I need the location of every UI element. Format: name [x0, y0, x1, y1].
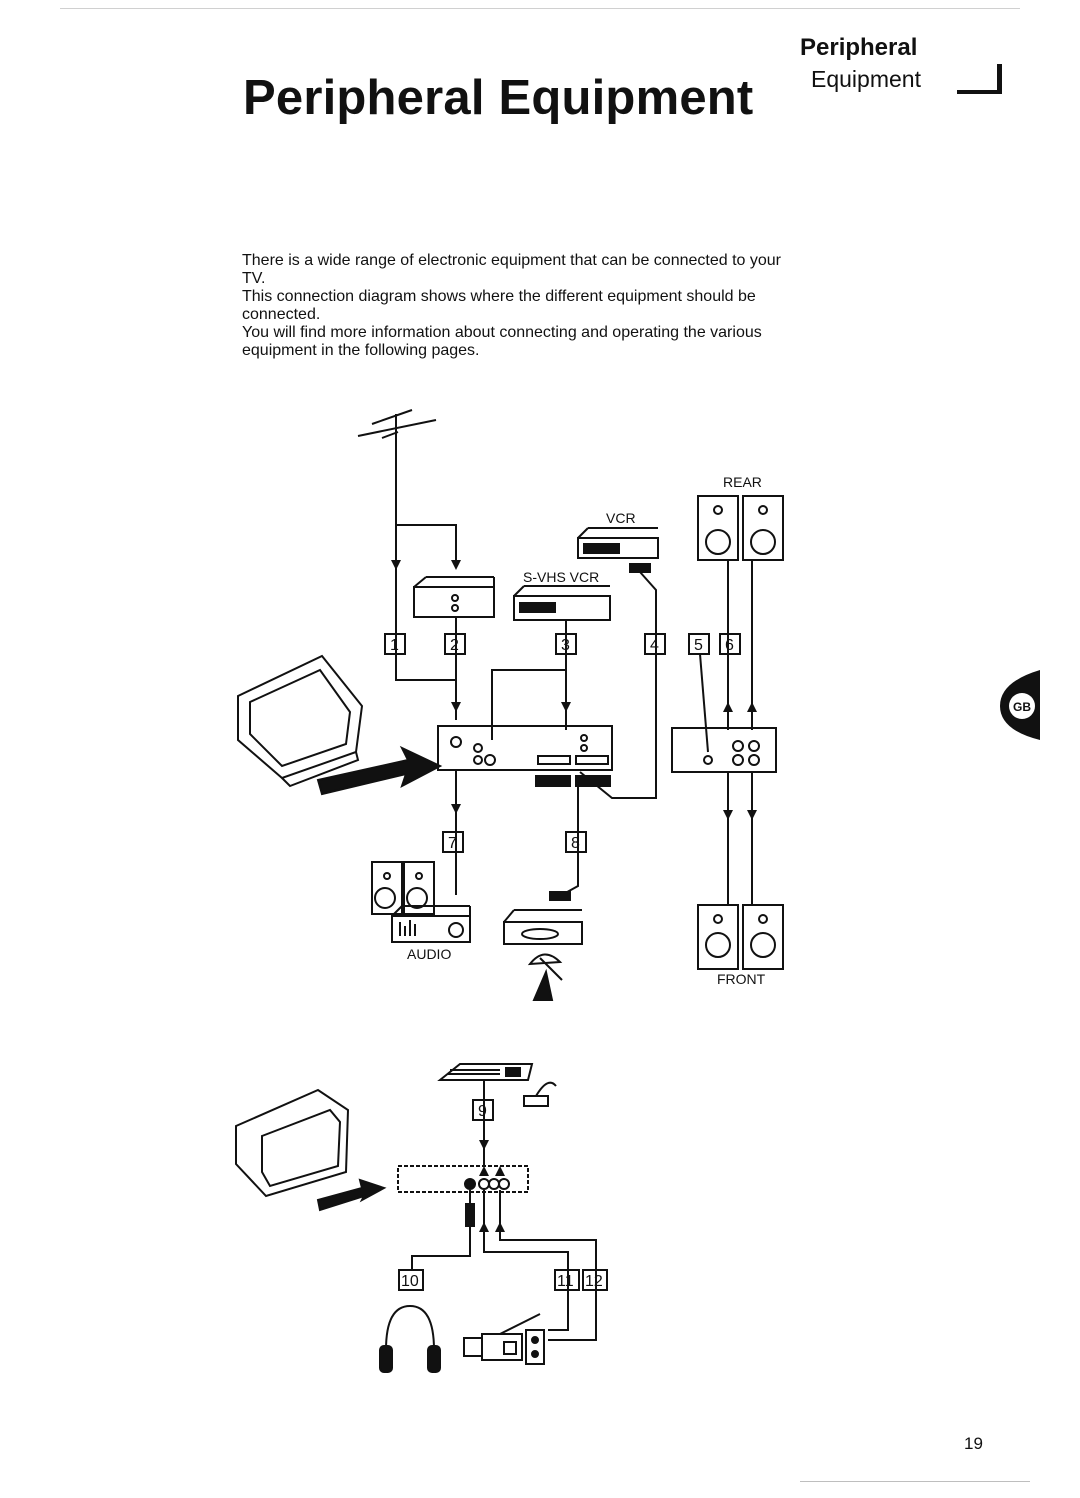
connection-number-box: 4 — [644, 633, 666, 655]
section-header-line1: Peripheral — [800, 34, 918, 61]
section-header-line2: Equipment — [811, 66, 921, 92]
connection-number-box: 8 — [565, 831, 587, 853]
language-code: GB — [1013, 700, 1031, 714]
svg-text:12: 12 — [585, 1273, 603, 1290]
vcr-icon — [577, 527, 659, 573]
scart-plug — [575, 775, 611, 787]
tv-connection-panel — [437, 725, 613, 771]
scart-plug — [535, 775, 571, 787]
svg-text:9: 9 — [478, 1103, 487, 1120]
audio-speaker-icon — [371, 861, 435, 915]
tv-icon — [237, 654, 364, 788]
intro-text: There is a wide range of electronic equi… — [242, 252, 802, 360]
audio-label: AUDIO — [407, 946, 451, 962]
header-rule-vertical — [997, 64, 1002, 94]
svg-text:11: 11 — [557, 1273, 574, 1290]
rear-speakers-label: REAR — [723, 474, 762, 490]
scan-artifact-bottom — [800, 1481, 1030, 1482]
connection-number-box: 7 — [442, 831, 464, 853]
connection-arrow — [316, 745, 443, 796]
front-speaker-left-icon — [697, 904, 739, 970]
cable-11 — [483, 1190, 569, 1331]
page-title: Peripheral Equipment — [243, 71, 754, 125]
scan-artifact-top — [60, 8, 1020, 9]
connection-number-box: 11 — [554, 1269, 580, 1291]
connection-number-box: 2 — [444, 633, 466, 655]
tv-lower-icon — [235, 1088, 350, 1198]
intro-paragraph: There is a wide range of electronic equi… — [242, 252, 781, 287]
intro-paragraph: You will find more information about con… — [242, 324, 762, 359]
svg-text:4: 4 — [650, 637, 659, 654]
svg-text:2: 2 — [450, 637, 459, 654]
computer-keyboard-icon — [437, 1063, 534, 1081]
cable-12 — [499, 1190, 597, 1341]
connection-arrow — [316, 1178, 387, 1212]
rear-speaker-left-icon — [697, 495, 739, 561]
cable-5b — [699, 653, 709, 753]
connection-number-box: 12 — [582, 1269, 608, 1291]
video-camera-icon — [463, 1313, 545, 1365]
connection-number-box: 10 — [398, 1269, 424, 1291]
page-number: 19 — [964, 1434, 983, 1453]
cable-3 — [491, 620, 567, 740]
satellite-receiver-icon — [503, 909, 583, 945]
vcr-label: VCR — [606, 510, 636, 526]
mouse-icon — [523, 1081, 557, 1107]
headphones-icon — [379, 1304, 441, 1373]
satellite-dish-icon — [527, 953, 563, 1001]
rear-speaker-right-icon — [742, 495, 784, 561]
svg-text:6: 6 — [725, 637, 734, 654]
connection-number-box: 1 — [384, 633, 406, 655]
svg-text:8: 8 — [571, 835, 580, 852]
intro-paragraph: This connection diagram shows where the … — [242, 288, 756, 323]
cable-4 — [579, 571, 657, 799]
antenna-icon — [357, 409, 437, 525]
connection-number-box: 6 — [719, 633, 741, 655]
decoder-box-icon — [413, 576, 495, 618]
svg-text:10: 10 — [401, 1273, 419, 1290]
cable-10 — [411, 1190, 471, 1270]
front-speaker-right-icon — [742, 904, 784, 970]
connection-number-box: 5 — [688, 633, 710, 655]
language-tab: GB — [1000, 670, 1040, 740]
svg-text:7: 7 — [448, 835, 457, 852]
svhs-vcr-label: S-VHS VCR — [523, 569, 599, 585]
header-rule — [957, 90, 1001, 94]
front-speakers-label: FRONT — [717, 971, 766, 987]
antenna-cable — [396, 524, 457, 568]
svg-text:1: 1 — [390, 637, 399, 654]
svg-text:5: 5 — [694, 637, 703, 654]
surround-amplifier-icon — [671, 727, 777, 773]
svhs-vcr-icon — [513, 585, 611, 621]
cable-1 — [395, 668, 457, 720]
connection-number-box: 3 — [555, 633, 577, 655]
front-connection-panel — [397, 1165, 529, 1193]
audio-amplifier-icon — [391, 905, 471, 943]
svg-text:3: 3 — [561, 637, 570, 654]
connection-number-box: 9 — [472, 1099, 494, 1121]
